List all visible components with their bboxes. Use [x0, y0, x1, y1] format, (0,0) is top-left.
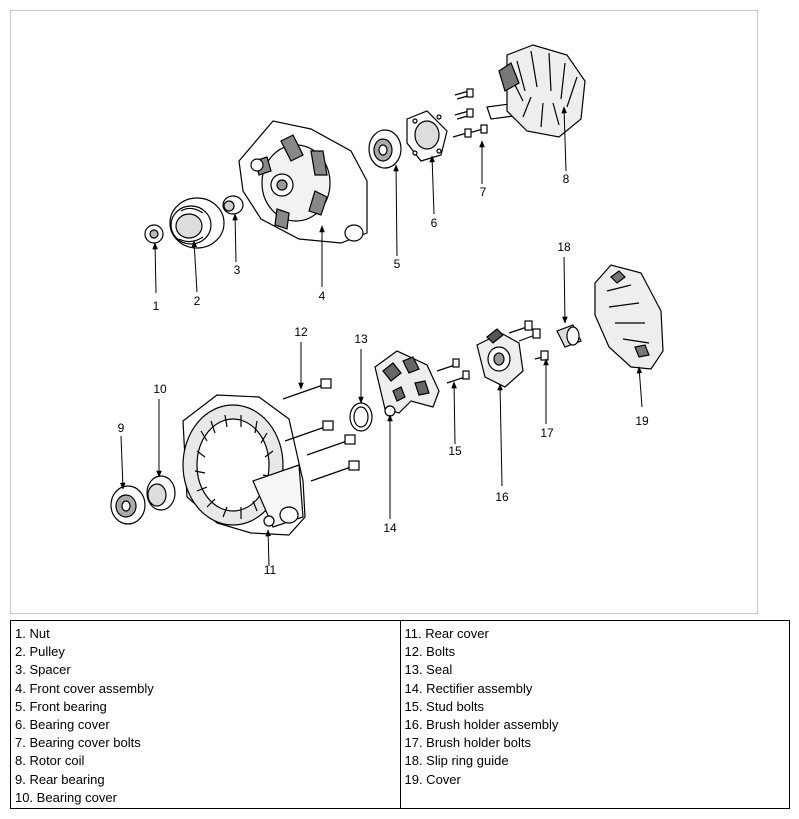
- callout-6: 6: [431, 216, 438, 230]
- alternator-drawing: 1 2 3 4 5 6 7 8 9 10 11 12 13 14 15 16 1…: [110, 44, 664, 577]
- legend-item: 10. Bearing cover: [15, 789, 117, 805]
- rectifier-assembly-part: [374, 350, 440, 417]
- slip-ring-guide-part: [556, 324, 582, 348]
- legend-column-left: 1. Nut 2. Pulley 3. Spacer 4. Front cove…: [11, 621, 400, 808]
- callout-2: 2: [194, 294, 201, 308]
- legend-item: 6. Bearing cover: [15, 717, 110, 733]
- callout-1: 1: [153, 299, 160, 313]
- callout-12: 12: [294, 325, 308, 339]
- callout-7: 7: [480, 185, 487, 199]
- spacer-part: [222, 195, 244, 215]
- rear-cover-part: [182, 394, 306, 536]
- brush-holder-bolts-part: [508, 320, 549, 361]
- stud-bolts-part: [436, 358, 470, 384]
- callout-15: 15: [448, 444, 462, 458]
- legend-item: 9. Rear bearing: [15, 771, 105, 787]
- legend-item: 5. Front bearing: [15, 698, 107, 714]
- front-bearing-part: [368, 129, 402, 169]
- legend-item: 1. Nut: [15, 626, 50, 641]
- legend-item: 7. Bearing cover bolts: [15, 735, 141, 751]
- callout-3: 3: [234, 263, 241, 277]
- through-bolts-part: [282, 378, 360, 482]
- callout-4: 4: [319, 289, 326, 303]
- parts-legend-table: 1. Nut 2. Pulley 3. Spacer 4. Front cove…: [10, 620, 790, 809]
- callout-17: 17: [540, 426, 554, 440]
- legend-item: 12. Bolts: [404, 644, 456, 660]
- leader-lines: [119, 106, 643, 567]
- legend-column-right: 11. Rear cover 12. Bolts 13. Seal 14. Re…: [399, 621, 790, 808]
- rear-bearing-cover-part: [146, 475, 176, 511]
- legend-item: 11. Rear cover: [404, 626, 489, 641]
- pulley-part: [169, 197, 225, 249]
- callout-14: 14: [383, 521, 397, 535]
- legend-item: 14. Rectifier assembly: [404, 680, 533, 696]
- callout-19: 19: [635, 414, 649, 428]
- rear-bearing-part: [110, 485, 146, 525]
- front-cover-part: [238, 120, 368, 244]
- legend-item: 15. Stud bolts: [404, 698, 485, 714]
- callout-16: 16: [495, 490, 509, 504]
- callout-8: 8: [563, 172, 570, 186]
- legend-item: 13. Seal: [404, 662, 453, 678]
- nut-part: [144, 224, 164, 244]
- rear-end-cover-part: [594, 264, 664, 370]
- legend-item: 4. Front cover assembly: [15, 680, 154, 696]
- callout-9: 9: [118, 421, 125, 435]
- exploded-view-diagram: 1 2 3 4 5 6 7 8 9 10 11 12 13 14 15 16 1…: [10, 10, 758, 614]
- legend-item: 8. Rotor coil: [15, 753, 85, 769]
- brush-holder-part: [476, 328, 524, 388]
- callout-labels: 1 2 3 4 5 6 7 8 9 10 11 12 13 14 15 16 1…: [118, 172, 649, 577]
- legend-item: 18. Slip ring guide: [404, 753, 509, 769]
- callout-13: 13: [354, 332, 368, 346]
- callout-11: 11: [264, 563, 277, 577]
- seal-part: [349, 402, 373, 432]
- bearing-cover-bolts-part: [452, 88, 488, 138]
- callout-18: 18: [557, 240, 571, 254]
- legend-item: 17. Brush holder bolts: [404, 735, 531, 751]
- legend-item: 19. Cover: [404, 771, 461, 787]
- callout-10: 10: [153, 382, 167, 396]
- legend-item: 3. Spacer: [15, 662, 71, 678]
- legend-item: 16. Brush holder assembly: [404, 717, 559, 733]
- rotor-coil-part: [486, 44, 586, 138]
- callout-5: 5: [394, 257, 401, 271]
- bearing-cover-part: [406, 110, 448, 162]
- legend-item: 2. Pulley: [15, 644, 65, 660]
